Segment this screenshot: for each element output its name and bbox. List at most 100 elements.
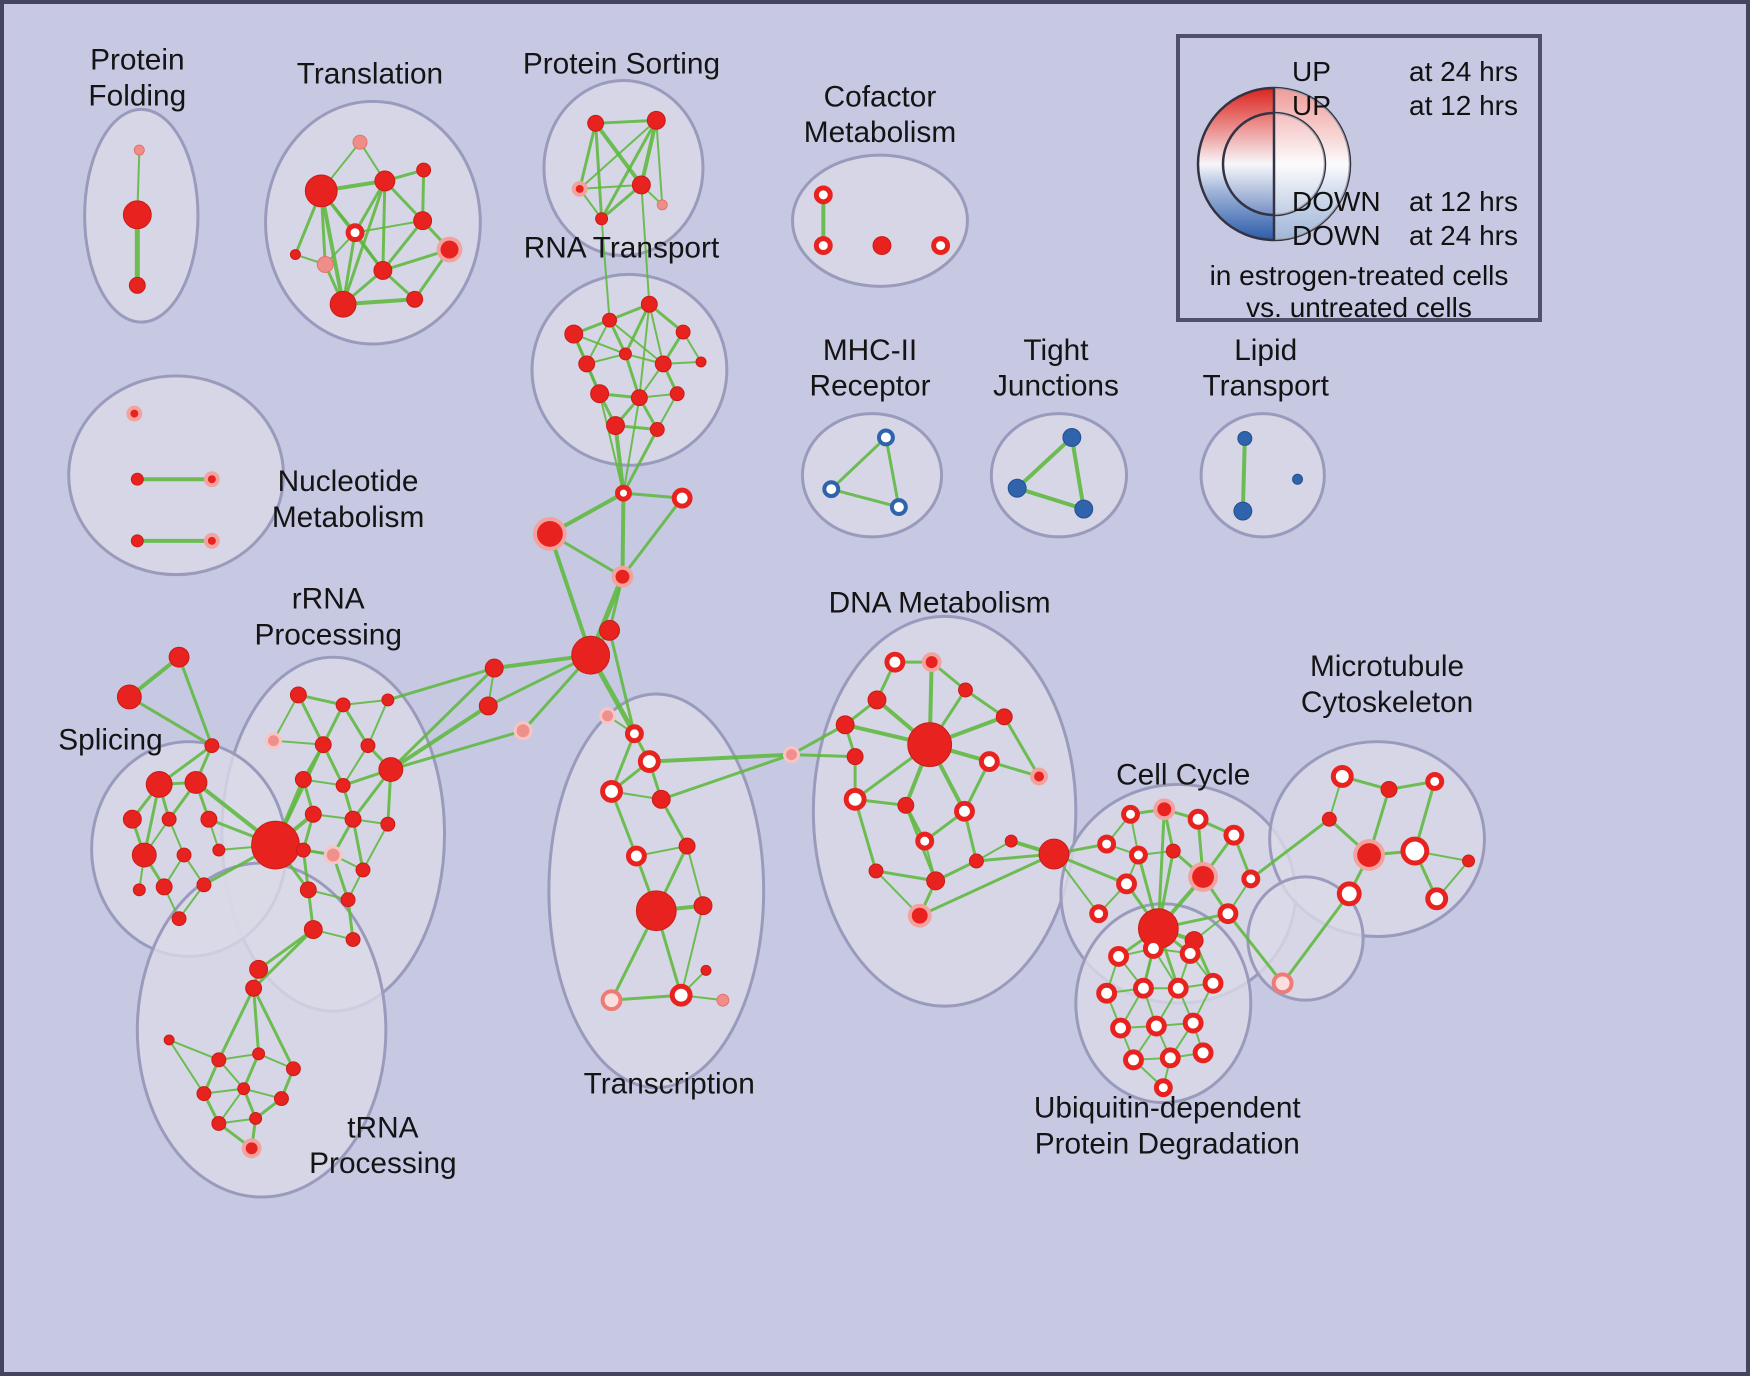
- network-node-cc11: [1217, 903, 1239, 925]
- network-node-tc3: [600, 779, 623, 803]
- network-edge: [638, 304, 651, 398]
- network-node-tn9: [211, 1115, 227, 1131]
- network-edge: [648, 304, 665, 365]
- cluster-label-ubiquitin-degradation: Ubiquitin-dependent: [1034, 1091, 1302, 1124]
- network-node-mh1: [876, 428, 895, 447]
- network-edge: [168, 1039, 205, 1095]
- network-node-spB: [116, 684, 142, 710]
- legend-dir-label: DOWN: [1292, 186, 1381, 217]
- network-node-tj3: [1074, 499, 1094, 519]
- network-edge: [343, 698, 388, 706]
- network-node-rr6: [360, 738, 376, 754]
- network-edge: [168, 1039, 220, 1061]
- cluster-label-nucleotide-metabolism: Metabolism: [272, 501, 424, 534]
- cluster-ellipse-translation: [264, 99, 482, 346]
- cluster-label-ubiquitin-degradation: Protein Degradation: [1035, 1127, 1300, 1160]
- network-edge: [624, 303, 651, 355]
- network-node-tj2: [1007, 478, 1027, 498]
- network-node-rt13: [695, 356, 707, 368]
- network-edge: [611, 993, 682, 1002]
- network-edge: [579, 183, 642, 190]
- network-node-dm9: [1030, 767, 1048, 786]
- network-node-tr6: [345, 223, 365, 243]
- network-node-tr2: [304, 174, 338, 208]
- network-node-rr7: [378, 757, 404, 782]
- network-node-rt10: [669, 386, 685, 402]
- cluster-label-lipid-transport: Transport: [1202, 370, 1329, 403]
- network-node-rr19: [345, 932, 361, 947]
- network-node-dm11: [897, 796, 915, 814]
- network-node-nm5: [203, 532, 220, 549]
- legend-row-down-12: DOWN at 12 hrs: [1292, 186, 1518, 218]
- network-edge: [622, 428, 659, 494]
- network-node-cc2: [1121, 804, 1140, 824]
- network-node-ub10: [1182, 1012, 1204, 1034]
- network-node-tr10: [373, 260, 393, 280]
- network-edge: [319, 190, 346, 305]
- network-edge: [1069, 437, 1086, 510]
- network-node-rr12: [380, 816, 396, 832]
- network-edge: [620, 493, 626, 577]
- network-node-dm15: [926, 871, 946, 891]
- network-node-hb2: [671, 487, 693, 509]
- network-node-dm6: [995, 708, 1013, 726]
- network-node-mh2: [822, 480, 841, 499]
- network-node-rt7: [654, 355, 672, 373]
- network-edge: [639, 119, 659, 186]
- network-node-rr10: [304, 805, 322, 823]
- network-node-ps2: [646, 110, 666, 130]
- network-node-mc9: [1462, 854, 1475, 868]
- network-node-tc9: [693, 896, 713, 916]
- network-node-rr13: [295, 842, 311, 858]
- cluster-label-tight-junctions: Tight: [1023, 334, 1089, 367]
- network-edge: [381, 219, 424, 272]
- network-node-tn5: [285, 1061, 301, 1077]
- network-node-tc7: [678, 837, 696, 855]
- network-edge: [1016, 486, 1085, 511]
- network-node-dm4: [921, 652, 942, 673]
- legend-time-label: at 12 hrs: [1409, 186, 1518, 217]
- network-node-rt12: [649, 422, 665, 437]
- cluster-label-mhc-ii-receptor: MHC-II: [823, 334, 917, 367]
- network-node-cc12: [1241, 869, 1261, 889]
- network-node-sp9: [155, 878, 173, 896]
- network-node-dm13: [915, 831, 935, 851]
- network-node-mc8: [1425, 887, 1449, 911]
- cluster-label-tight-junctions: Junctions: [993, 370, 1119, 403]
- network-node-tr11: [329, 290, 357, 318]
- network-node-tr7: [413, 211, 433, 231]
- network-node-tn6: [196, 1086, 212, 1102]
- legend-time-label: at 12 hrs: [1409, 90, 1518, 121]
- network-edge: [649, 752, 792, 764]
- network-node-tn11: [241, 1138, 262, 1159]
- network-node-tc8: [635, 890, 677, 932]
- network-node-dm5: [958, 682, 973, 698]
- network-node-sc1: [1271, 972, 1294, 995]
- network-node-rr1: [289, 686, 307, 704]
- network-node-tc12: [716, 993, 730, 1007]
- network-edge: [128, 695, 213, 747]
- network-node-rr3: [381, 693, 395, 707]
- legend-row-down-24: DOWN at 24 hrs: [1292, 220, 1518, 252]
- legend-row-up-12: UP at 12 hrs: [1292, 90, 1518, 122]
- network-node-dm16: [968, 853, 984, 869]
- cluster-label-nucleotide-metabolism: Nucleotide: [278, 465, 419, 498]
- network-node-sp11: [132, 883, 146, 897]
- network-edge: [640, 184, 651, 305]
- cluster-label-trna-processing: tRNA: [347, 1111, 418, 1144]
- network-node-tc4: [651, 789, 671, 809]
- network-node-sp12: [171, 911, 187, 927]
- network-node-tc11: [669, 983, 693, 1007]
- network-node-cc8: [1188, 861, 1218, 892]
- network-node-mh3: [889, 498, 908, 517]
- network-edge: [579, 119, 657, 190]
- network-node-tr3: [374, 170, 396, 192]
- network-node-dm7: [907, 722, 953, 768]
- network-edge: [655, 120, 664, 205]
- network-node-ub14: [1153, 1078, 1173, 1098]
- network-node-rr5: [314, 736, 332, 754]
- network-node-hb7: [484, 658, 504, 678]
- network-node-mc2: [1380, 780, 1398, 798]
- network-node-tn1: [245, 979, 263, 997]
